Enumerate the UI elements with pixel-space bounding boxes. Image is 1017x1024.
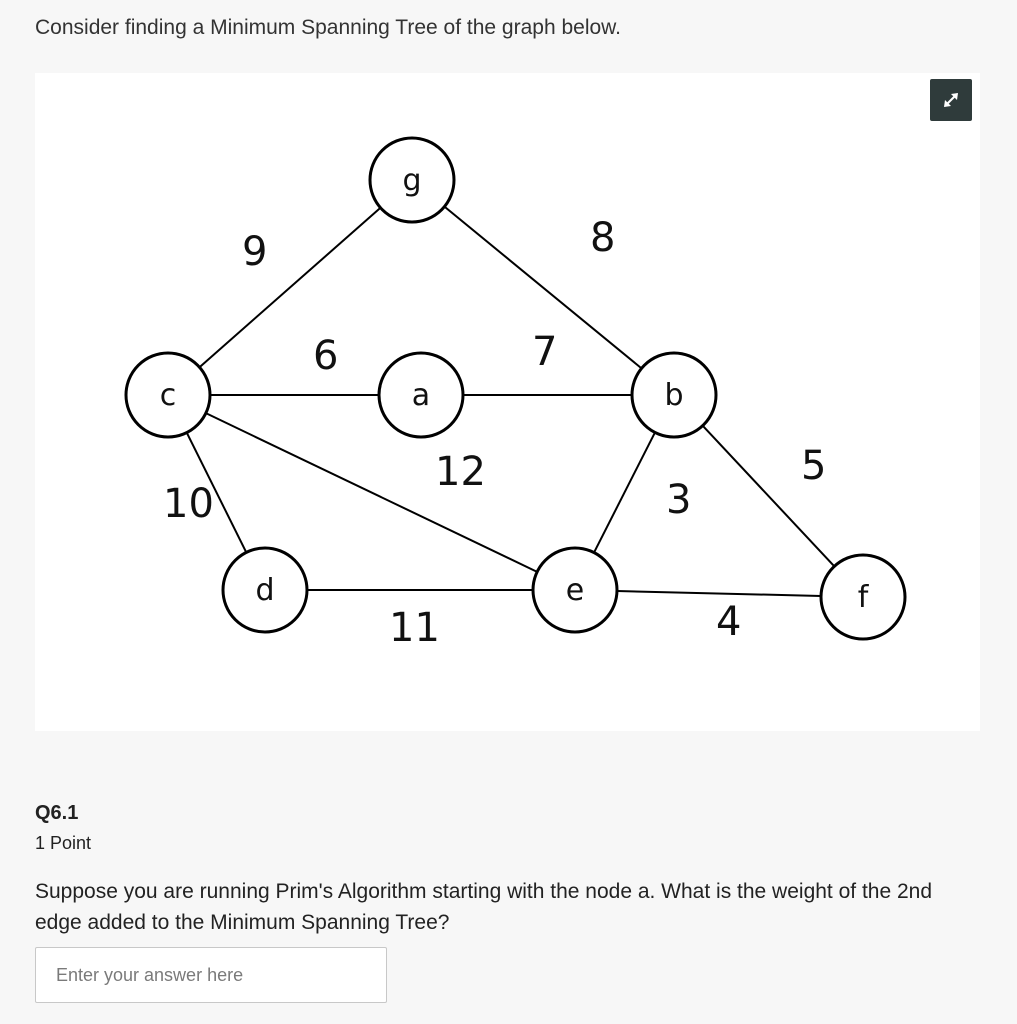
edge-c-e: [205, 412, 538, 573]
graph-figure: 9 8 6 7 12 10 3 5 11 4 g c a b d e f: [35, 73, 980, 731]
edge-c-d: [185, 432, 248, 553]
question-points: 1 Point: [35, 833, 92, 853]
edge-weight-d-e: 11: [389, 605, 440, 651]
node-e: [531, 546, 619, 634]
intro-text: Consider finding a Minimum Spanning Tree…: [35, 16, 622, 39]
edge-weight-e-f: 4: [716, 599, 741, 645]
edge-g-b: [443, 205, 643, 370]
node-label-f: f: [858, 580, 870, 615]
edge-b-f: [701, 424, 836, 568]
edge-c-g: [198, 207, 382, 368]
edge-weight-c-d: 10: [163, 481, 214, 527]
edge-weight-b-e: 3: [666, 477, 691, 523]
expand-arrows-icon: [944, 93, 958, 107]
answer-input[interactable]: [35, 947, 387, 1003]
edge-weight-b-f: 5: [801, 443, 826, 489]
edge-weight-g-b: 8: [590, 215, 615, 261]
node-label-g: g: [402, 163, 421, 198]
graph-diagram: 9 8 6 7 12 10 3 5 11 4 g c a b d e f: [124, 136, 907, 651]
node-label-a: a: [412, 378, 430, 413]
node-label-d: d: [255, 573, 274, 608]
node-label-c: c: [160, 378, 177, 413]
node-label-b: b: [664, 378, 683, 413]
edge-weight-a-b: 7: [532, 329, 557, 375]
edge-b-e: [593, 431, 656, 554]
edge-weight-c-e: 12: [435, 449, 486, 495]
edge-weight-c-a: 6: [313, 333, 338, 379]
node-a: [377, 351, 465, 439]
node-d: [221, 546, 309, 634]
edge-e-f: [616, 590, 822, 597]
node-f: [819, 553, 907, 641]
node-g: [368, 136, 456, 224]
expand-image-button[interactable]: [930, 79, 972, 121]
question-number: Q6.1: [35, 802, 79, 824]
node-b: [630, 351, 718, 439]
question-text: Suppose you are running Prim's Algorithm…: [35, 880, 933, 934]
node-label-e: e: [566, 573, 584, 608]
edge-weight-c-g: 9: [242, 229, 267, 275]
node-c: [124, 351, 212, 439]
